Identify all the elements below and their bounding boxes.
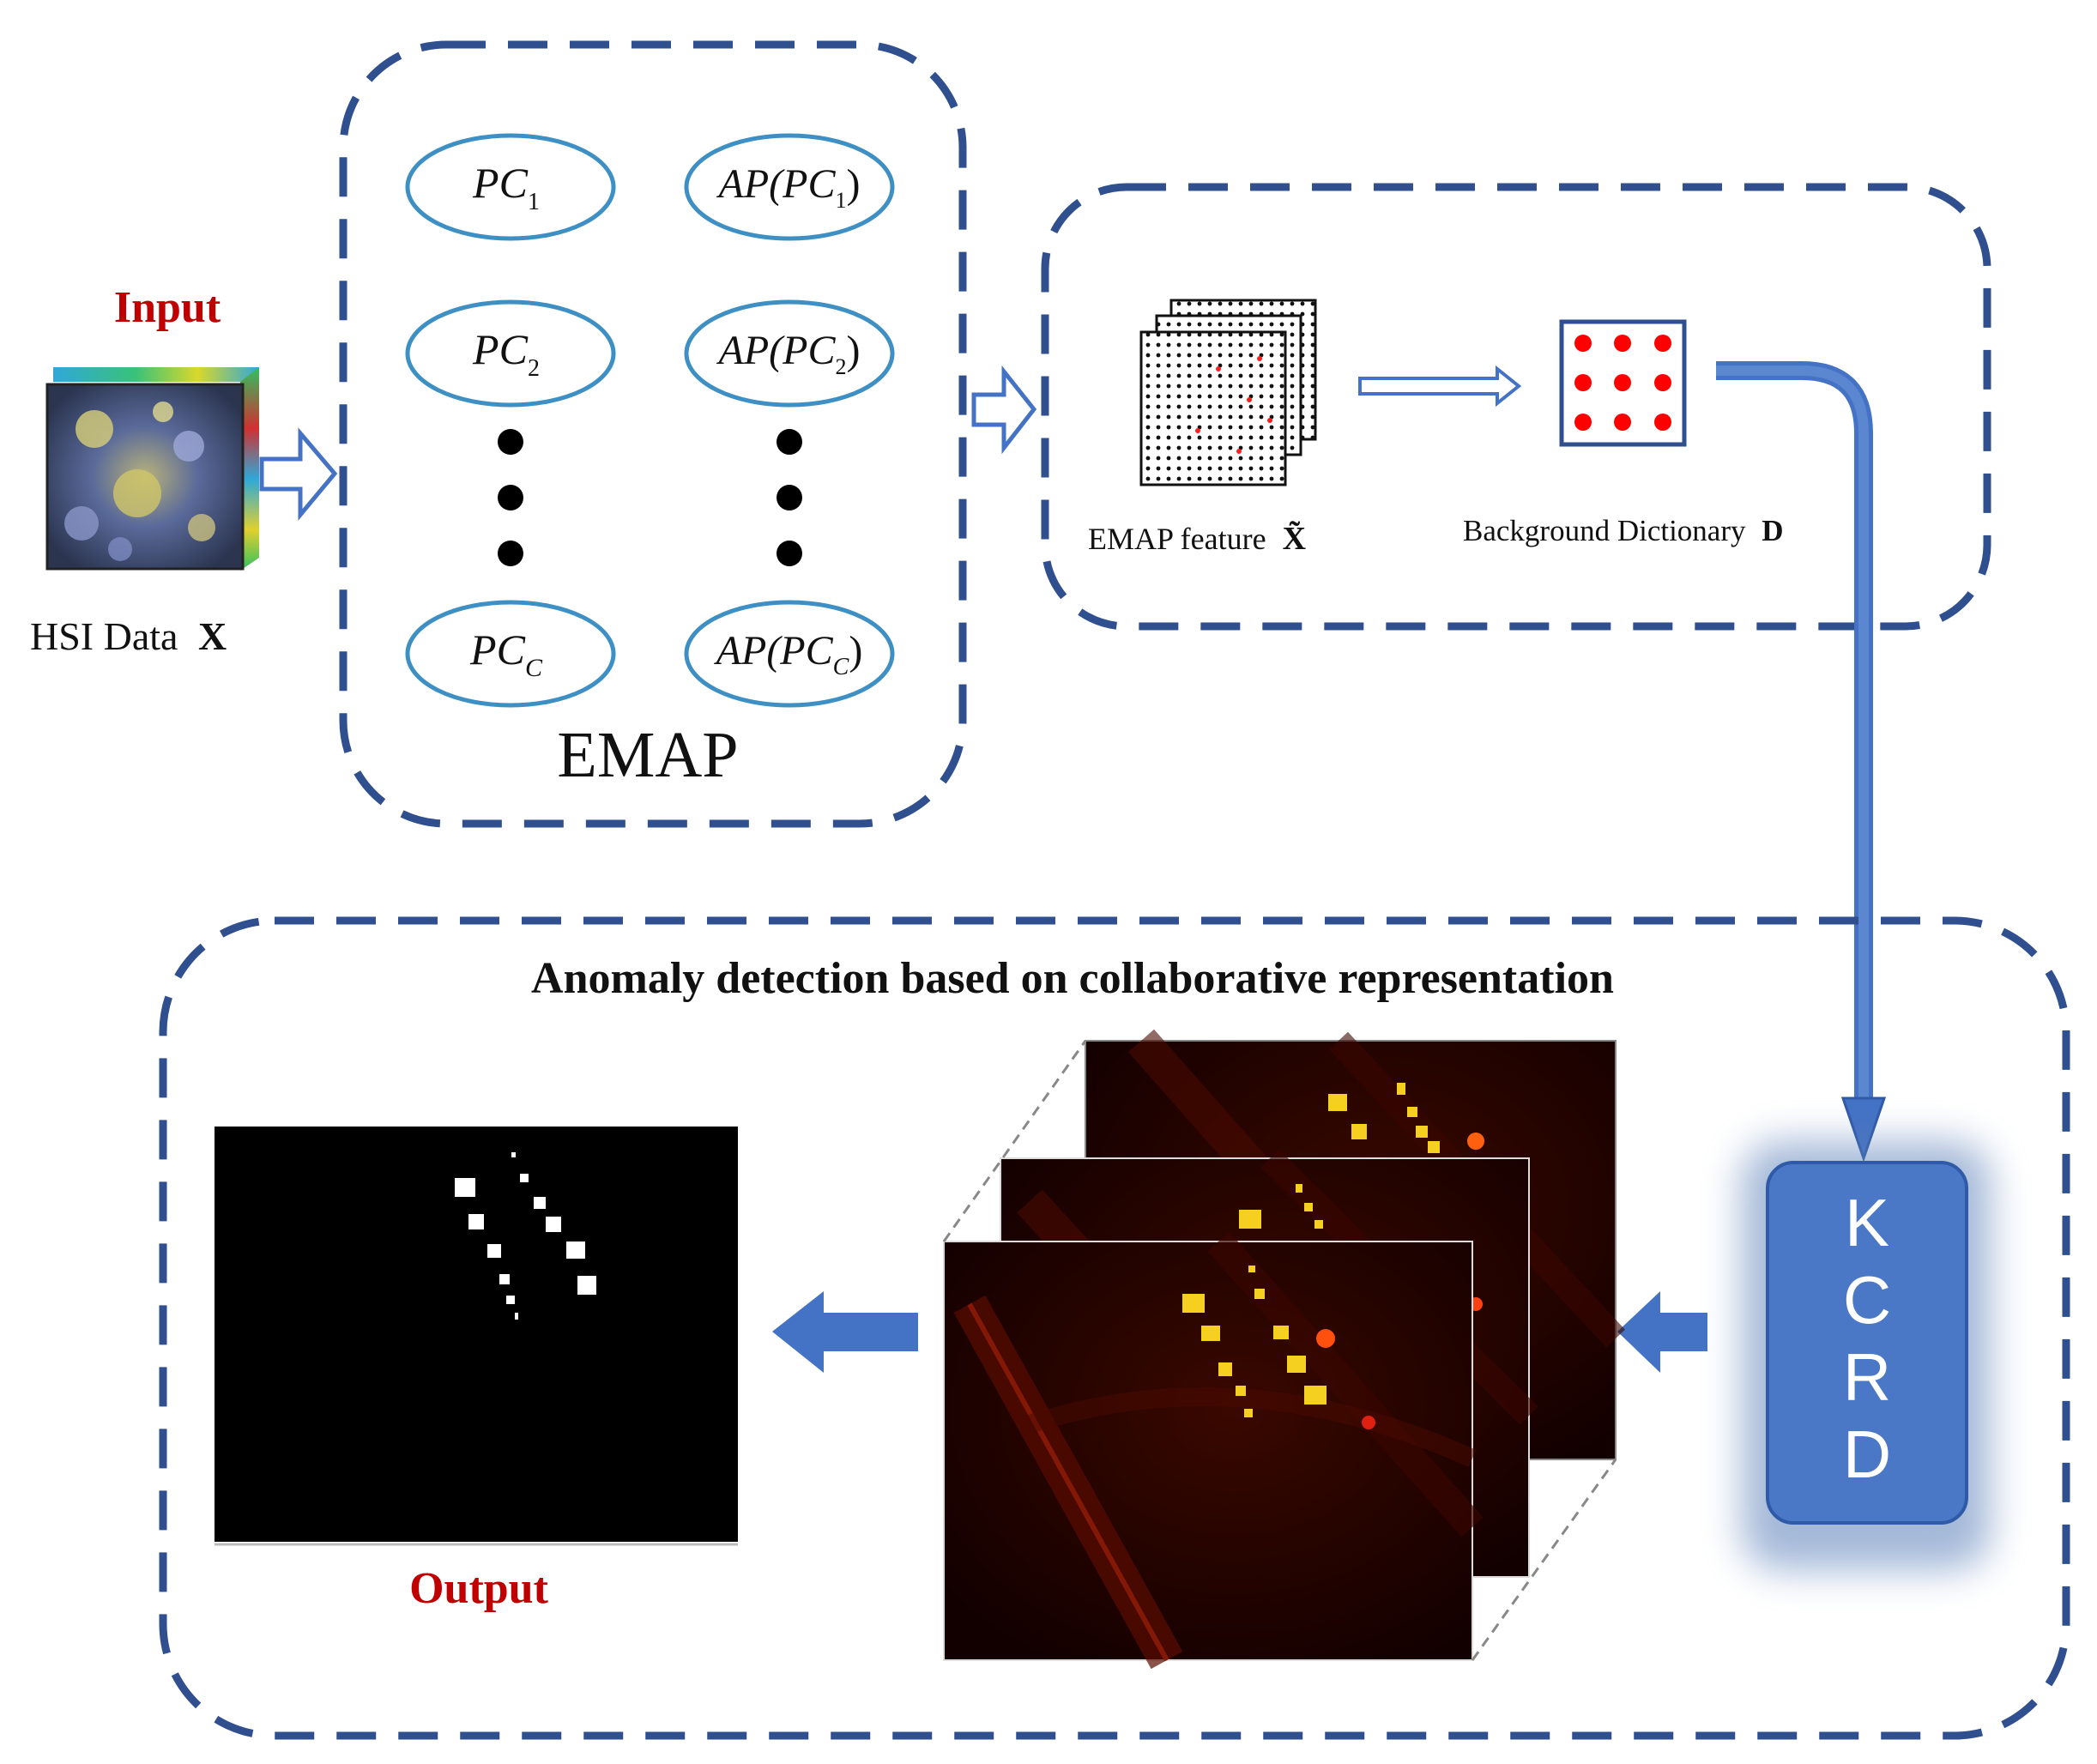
pc2-node: PC2 [405, 299, 616, 408]
ap-pc2-base: PC [782, 328, 836, 373]
hsi-data-symbol: X [198, 614, 227, 658]
kcrd-letter-k: K [1845, 1185, 1889, 1260]
pc2-base: PC [472, 325, 529, 373]
emap-feature-stack [1139, 299, 1317, 486]
ellipsis-dots-right [777, 429, 802, 566]
svg-text:PCC: PCC [469, 625, 543, 682]
dictionary-caption: Background Dictionary D [1463, 514, 1784, 547]
arrow-emap-to-feature [971, 365, 1037, 455]
output-binary-map [215, 1127, 738, 1546]
emap-title: EMAP [557, 719, 738, 791]
input-label: Input [114, 283, 221, 332]
arrow-heatmaps-to-output [772, 1291, 918, 1373]
ellipsis-dots-left [498, 429, 523, 566]
arrow-feature-to-dictionary [1358, 365, 1522, 408]
ap-pcc-suffix: ) [849, 628, 862, 674]
background-dictionary-grid [1559, 319, 1687, 447]
ap-pc1-suffix: ) [846, 161, 860, 207]
ap-pcc-node: AP(PCC) [684, 600, 895, 708]
ap-pcc-base: PC [779, 628, 833, 674]
svg-text:AP(PC1): AP(PC1) [716, 161, 861, 213]
emap-box: PC1 PC2 PCC AP(PC1) AP(PC2) [339, 40, 967, 828]
detection-title: Anomaly detection based on collaborative… [531, 954, 1614, 1003]
dictionary-symbol: D [1762, 514, 1783, 547]
pc1-base: PC [472, 159, 529, 207]
pcc-node: PCC [405, 600, 616, 708]
hsi-data-caption: HSI Data X [30, 614, 227, 658]
ap-pc2-prefix: AP( [716, 328, 786, 373]
svg-text:AP(PCC): AP(PCC) [714, 628, 863, 680]
pcc-base: PC [469, 625, 526, 674]
svg-text:PC1: PC1 [472, 159, 540, 215]
emap-feature-caption: EMAP feature X̃ [1088, 521, 1306, 557]
ap-pcc-prefix: AP( [714, 628, 783, 674]
svg-text:AP(PC2): AP(PC2) [716, 328, 861, 379]
input-section: Input HSI Data X [30, 283, 259, 658]
ap-pcc-sub: C [833, 654, 849, 680]
kcrd-letter-r: R [1843, 1339, 1891, 1415]
ap-pc1-node: AP(PC1) [684, 133, 895, 241]
kcrd-letter-c: C [1843, 1262, 1891, 1338]
svg-text:PC2: PC2 [472, 325, 540, 382]
heatmap-front [943, 1231, 1484, 1670]
ap-pc1-sub: 1 [835, 188, 846, 213]
feature-box: EMAP feature X̃ Background Dictionary D [1041, 183, 1991, 631]
heatmap-stack [942, 1029, 1625, 1670]
pc1-sub: 1 [528, 189, 540, 215]
detection-box: Anomaly detection based on collaborative… [159, 916, 2070, 1740]
pc1-node: PC1 [405, 133, 616, 241]
kcrd-letter-d: D [1843, 1417, 1891, 1492]
hsi-cube-image [45, 367, 259, 571]
emap-feature-text: EMAP feature [1088, 522, 1266, 556]
arrow-kcrd-to-heatmaps [1617, 1291, 1707, 1373]
ap-pc1-prefix: AP( [716, 161, 786, 207]
ap-pc2-suffix: ) [846, 328, 860, 373]
kcrd-block: K C R D [1742, 1141, 1991, 1570]
output-label: Output [409, 1564, 549, 1613]
pcc-sub: C [525, 654, 543, 682]
emap-feature-symbol: X̃ [1283, 521, 1306, 557]
ap-pc2-node: AP(PC2) [684, 299, 895, 408]
pc2-sub: 2 [528, 355, 540, 382]
arrow-input-to-emap [259, 427, 338, 521]
dictionary-text: Background Dictionary [1463, 514, 1746, 547]
hsi-data-text: HSI Data [30, 614, 178, 658]
ap-pc2-sub: 2 [835, 354, 846, 379]
ap-pc1-base: PC [782, 161, 836, 207]
arrow-dictionary-to-kcrd [1716, 361, 1887, 1163]
heatmap-stack-connectors [942, 1040, 1617, 1661]
